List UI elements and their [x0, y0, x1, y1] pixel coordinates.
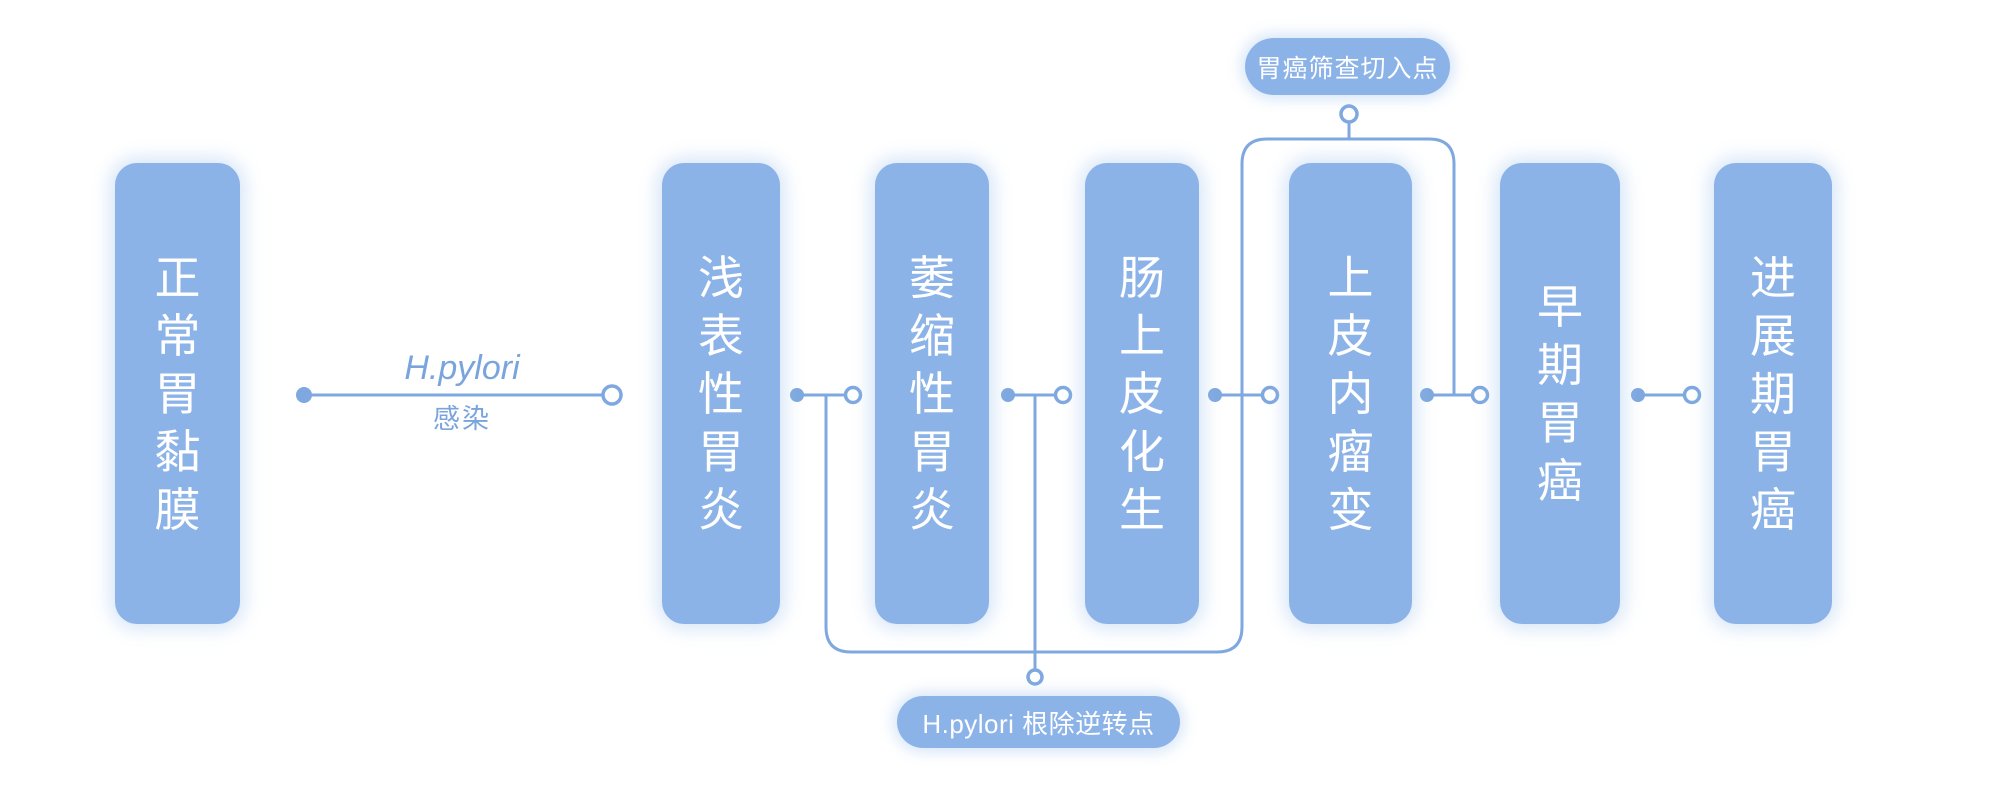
edge-end-circle: [1470, 385, 1490, 405]
stage-box-atrophic-gastritis: 萎缩性胃炎: [875, 163, 989, 624]
stage-box-intraepithelial-neoplasia: 上皮内瘤变: [1289, 163, 1412, 624]
edge-end-circle: [601, 384, 623, 406]
edge-label-hpylori: H.pylori: [404, 349, 520, 387]
stage-label: 早期胃癌: [1537, 280, 1583, 507]
edge-start-dot: [1631, 388, 1645, 402]
edge-end-circle: [1682, 385, 1702, 405]
screening-entry-callout: 胃癌筛查切入点: [1245, 38, 1450, 95]
stage-box-advanced-gastric-cancer: 进展期胃癌: [1714, 163, 1832, 624]
edge-start-dot: [790, 388, 804, 402]
edge-start-dot: [1001, 388, 1015, 402]
edge-start-dot: [296, 387, 312, 403]
edge-label-infection: 感染: [433, 404, 491, 434]
stage-box-early-gastric-cancer: 早期胃癌: [1500, 163, 1620, 624]
edge-end-circle: [1260, 385, 1280, 405]
edge-start-dot: [1208, 388, 1222, 402]
eradication-reversal-callout: H.pylori 根除逆转点: [897, 696, 1180, 748]
edge-start-dot: [1420, 388, 1434, 402]
edge-end-circle: [843, 385, 863, 405]
stage-label: 正常胃黏膜: [154, 251, 201, 536]
stage-box-superficial-gastritis: 浅表性胃炎: [662, 163, 780, 624]
eradication-callout-circle: [1026, 668, 1044, 686]
stage-label: 萎缩性胃炎: [909, 251, 955, 536]
stage-box-intestinal-metaplasia: 肠上皮化生: [1085, 163, 1199, 624]
stage-label: 肠上皮化生: [1119, 251, 1165, 536]
stage-label: 进展期胃癌: [1750, 251, 1796, 536]
stage-label: 上皮内瘤变: [1327, 251, 1374, 536]
stage-box-normal-mucosa: 正常胃黏膜: [115, 163, 240, 624]
stage-label: 浅表性胃炎: [698, 251, 744, 536]
screening-callout-circle: [1339, 104, 1359, 124]
edge-end-circle: [1053, 385, 1073, 405]
